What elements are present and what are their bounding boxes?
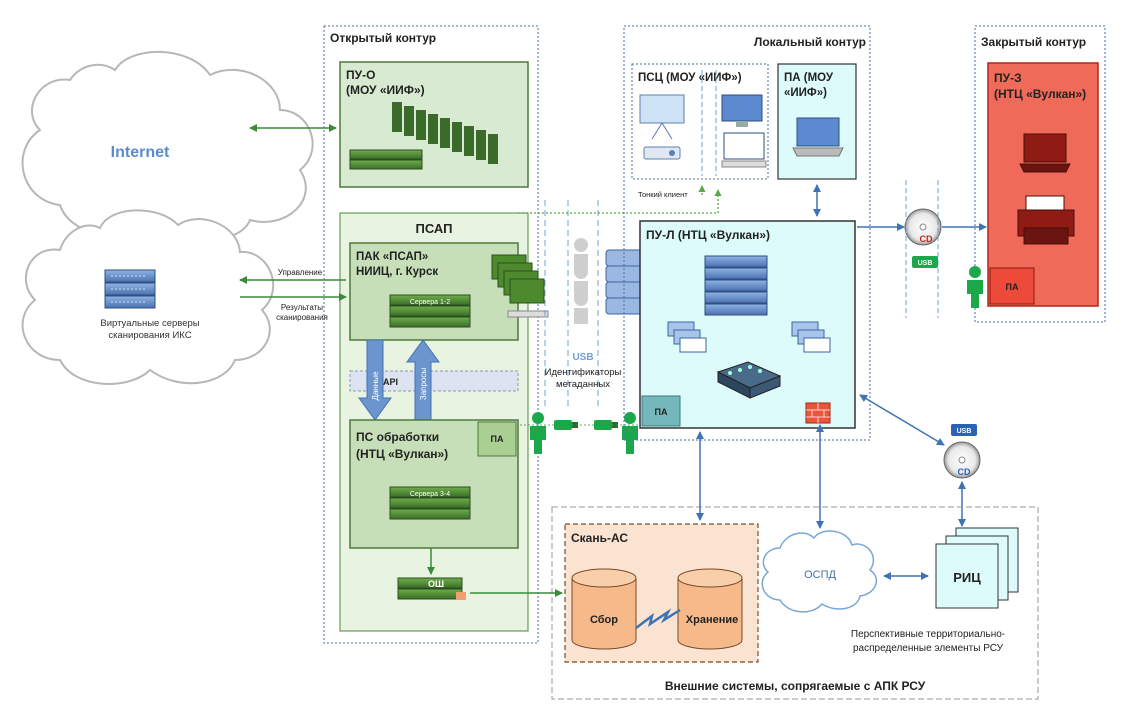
pu-l-scanner-left-icon <box>667 321 707 353</box>
pu-z-pa-label: ПА <box>1006 282 1019 292</box>
api-band <box>349 370 519 392</box>
osh-device-icon <box>397 577 466 600</box>
closed-contour-title: Закрытый контур <box>981 35 1086 49</box>
virtual-servers-label-1: Виртуальные серверы <box>100 318 199 329</box>
usb-middle-label: USB <box>572 352 593 363</box>
results-label-1: Результаты <box>281 303 323 312</box>
cd-bottom-label: CD <box>958 467 971 477</box>
virtual-servers-label-2: сканирования ИКС <box>108 330 191 341</box>
desktop-pc-icon <box>721 94 767 168</box>
storage-label: Хранение <box>686 614 738 626</box>
usb-top-label: USB <box>918 260 933 267</box>
pak-psap-title-1: ПАК «ПСАП» <box>356 251 428 263</box>
pu-l-title: ПУ-Л (НТЦ «Вулкан») <box>646 228 770 242</box>
control-label: Управление <box>278 268 323 277</box>
osh-label: ОШ <box>428 579 444 589</box>
pu-o-title-1: ПУ-О <box>346 68 375 82</box>
ps-pa-label: ПА <box>491 434 504 444</box>
external-systems-title: Внешние системы, сопрягаемые с АПК РСУ <box>665 679 926 693</box>
servers-1-2-label: Сервера 1-2 <box>410 299 450 306</box>
psc-dashed-dividers <box>701 70 717 176</box>
open-contour-frame <box>323 25 539 644</box>
laptop-icon <box>792 117 844 157</box>
data-arrow: Данные <box>358 339 392 421</box>
pu-z-title-2: (НТЦ «Вулкан») <box>994 87 1086 101</box>
pa-mou-title-1: ПА (МОУ <box>784 72 834 84</box>
psap-title: ПСАП <box>416 221 453 236</box>
pu-z-title-1: ПУ-З <box>994 71 1022 85</box>
pu-z-laptop-icon <box>1019 133 1071 173</box>
ospd-cloud: ОСПД <box>761 530 878 613</box>
thin-client-dotted-link <box>518 189 722 214</box>
user-group-icon <box>574 238 588 324</box>
pa-mou-title-2: «ИИФ») <box>784 87 827 99</box>
pu-z-box <box>987 62 1099 307</box>
open-contour-title: Открытый контур <box>330 31 436 45</box>
virtual-servers-cloud: Виртуальные серверы сканирования ИКС <box>21 209 275 385</box>
pu-l-pa-label: ПА <box>655 407 668 417</box>
collect-db-icon: Сбор <box>571 568 637 650</box>
request-arrow-label: Запросы <box>419 368 428 401</box>
identifiers-label-1: Идентификаторы <box>545 367 622 378</box>
identifiers-label-2: метаданных <box>556 379 610 390</box>
collect-label: Сбор <box>590 614 618 626</box>
data-arrow-label: Данные <box>371 371 380 400</box>
usb-dashed-lines <box>544 200 599 410</box>
internet-label: Internet <box>111 144 170 161</box>
pa-mou-box <box>777 63 857 180</box>
workstations-icon <box>491 254 549 318</box>
pu-l-to-cd-bottom-link <box>859 394 945 446</box>
usb-dashed-closed <box>905 180 939 318</box>
storage-db-icon: Хранение <box>677 568 743 650</box>
operator-closed-icon <box>967 266 983 308</box>
pu-o-server-stack-icon <box>349 102 498 170</box>
scan-as-title: Скань-АС <box>571 531 628 545</box>
lightning-link-icon <box>635 608 681 629</box>
psc-title: ПСЦ (МОУ «ИИФ») <box>638 72 742 84</box>
pu-z-printer-icon <box>1017 195 1075 245</box>
internet-cloud: Internet <box>21 50 314 243</box>
operator-left-icon <box>530 412 546 454</box>
thin-client-stack-icon <box>605 249 649 315</box>
ps-title-1: ПС обработки <box>356 430 439 444</box>
pu-l-scanner-right-icon <box>791 321 831 353</box>
cd-disc-top-icon: CD <box>904 208 942 246</box>
thin-client-label: Тонкий клиент <box>638 190 688 199</box>
usb-badge-bottom-icon: USB <box>951 424 977 436</box>
results-label-2: сканирования <box>276 313 328 322</box>
api-label: API <box>383 377 398 387</box>
closed-contour-frame <box>974 25 1106 323</box>
usb-badge-top-icon: USB <box>912 256 938 268</box>
ps-pa-badge <box>477 421 517 457</box>
firewall-icon <box>805 402 831 424</box>
pu-l-pa-badge <box>641 395 681 427</box>
projector-screen-icon <box>639 94 685 160</box>
request-arrow: Запросы <box>406 339 440 421</box>
pu-z-pa-badge <box>989 267 1035 305</box>
local-contour-title: Локальный контур <box>754 35 866 49</box>
cd-top-label: CD <box>920 234 933 244</box>
pu-o-title-2: (МОУ «ИИФ») <box>346 83 425 97</box>
virtual-server-rack-icon <box>104 269 156 309</box>
servers-3-4-label: Сервера 3-4 <box>410 491 450 498</box>
cd-disc-bottom-icon: CD <box>943 441 981 479</box>
usb-bottom-label: USB <box>957 428 972 435</box>
pak-psap-title-2: НИИЦ, г. Курск <box>356 266 438 278</box>
ric-stack: РИЦ <box>935 527 1019 609</box>
servers-1-2-icon <box>389 294 471 328</box>
ospd-label: ОСПД <box>804 569 836 581</box>
pu-l-server-rack-icon <box>704 255 768 316</box>
servers-3-4-icon <box>389 486 471 520</box>
ric-label: РИЦ <box>953 570 981 585</box>
network-switch-icon <box>716 361 782 399</box>
ps-title-2: (НТЦ «Вулкан») <box>356 447 448 461</box>
perspective-label-1: Перспективные территориально- <box>851 629 1005 640</box>
perspective-label-2: распределенные элементы РСУ <box>853 643 1004 654</box>
local-contour-frame <box>623 25 871 441</box>
external-systems-frame <box>551 506 1039 700</box>
